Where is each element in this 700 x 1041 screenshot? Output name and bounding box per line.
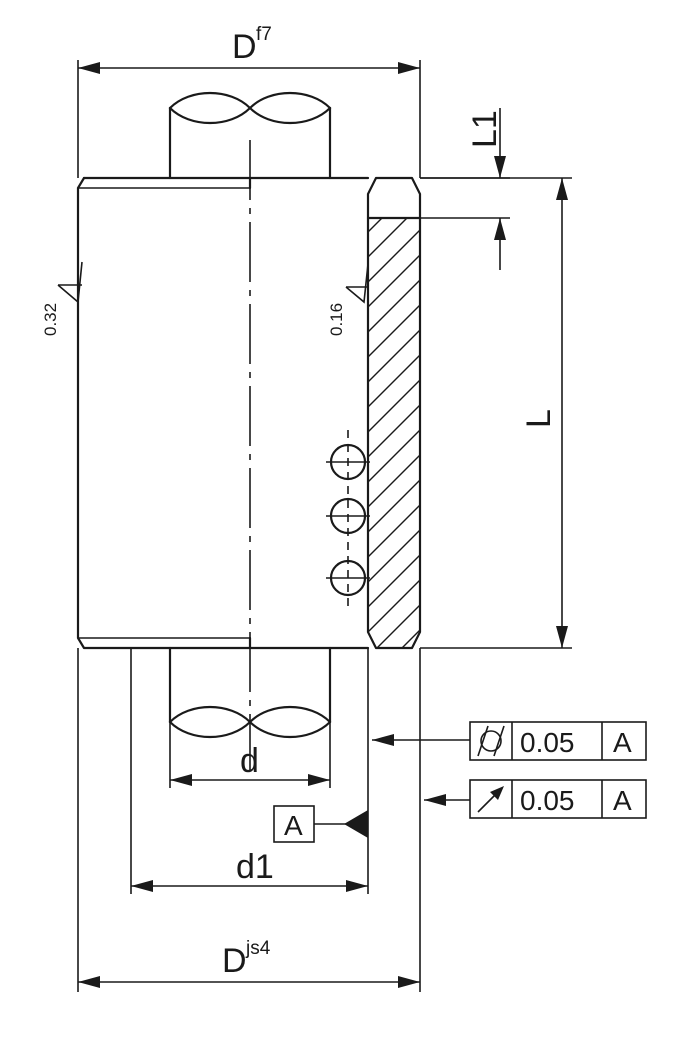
datum-feature: A [273, 805, 368, 843]
dim-label-outer-top: D [232, 28, 257, 66]
shaft-top [168, 91, 332, 180]
runout-value: 0.05 [520, 785, 575, 816]
dim-label-outer-bottom: D [222, 942, 247, 980]
cylindricity-datum: A [613, 727, 632, 758]
dimension-outer-bottom: D js4 [77, 648, 421, 992]
dimension-outer-top: D f7 [77, 24, 421, 178]
tolerance-frame-cylindricity: 0.05 A [372, 721, 647, 761]
roughness-bore: 0.16 [327, 263, 369, 336]
runout-datum: A [613, 785, 632, 816]
roughness-outer: 0.32 [41, 261, 83, 336]
section-hatching [368, 218, 420, 648]
dim-label-shaft: d [240, 742, 259, 780]
dim-label-bore: d1 [236, 848, 274, 886]
datum-label: A [284, 810, 303, 841]
circular-runout-icon [477, 786, 504, 813]
dim-label-chamfer: L1 [466, 110, 504, 148]
tolerance-frame-runout: 0.05 A [424, 779, 647, 819]
cylindricity-icon [477, 725, 505, 757]
dimension-shaft: d [169, 722, 331, 788]
dim-label-length: L [520, 409, 558, 428]
dimension-bore: d1 [130, 648, 369, 894]
dimension-length: L [420, 177, 572, 649]
tolerance-js4: js4 [245, 938, 271, 959]
dimension-chamfer: L1 [420, 108, 510, 270]
roughness-bore-value: 0.16 [327, 303, 346, 336]
tolerance-f7: f7 [256, 24, 272, 45]
roughness-outer-value: 0.32 [41, 303, 60, 336]
cylindricity-value: 0.05 [520, 727, 575, 758]
bushing-body [76, 176, 422, 650]
ball-bearings [326, 430, 370, 610]
